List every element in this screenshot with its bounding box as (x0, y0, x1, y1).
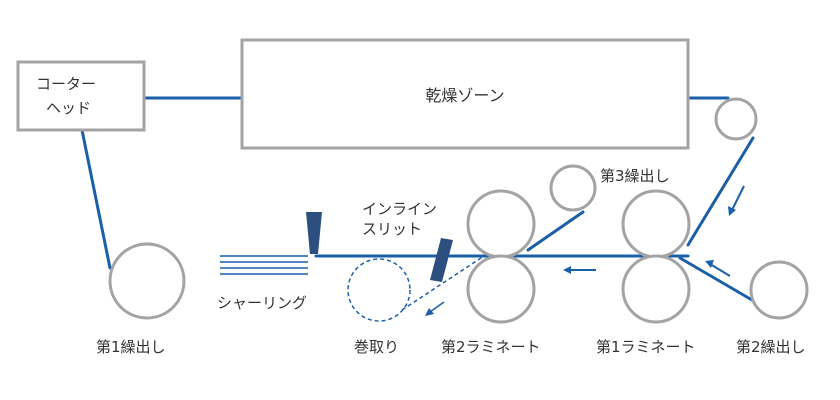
web-extruder3-feed (526, 210, 585, 252)
laminate-1-roll-top (621, 189, 691, 259)
web-to-winder-dashed (401, 255, 485, 311)
extruder-2-roll (749, 260, 809, 320)
extruder-2-label: 第2繰出し (736, 338, 806, 356)
arrow-up-left-lower (705, 260, 731, 277)
laminate-2-roll-top (466, 189, 536, 259)
coater-head-label-line2: ヘッド (46, 99, 91, 117)
coater-head-label-line1: コーター (36, 75, 96, 93)
shearing-blade (306, 212, 322, 254)
inline-slit-label-line1: インライン (362, 200, 437, 218)
laminate-2-roll-bottom (466, 254, 536, 324)
inline-slit-blade (430, 238, 453, 282)
inline-slit-label-line2: スリット (362, 220, 422, 238)
winder-roll (347, 258, 411, 322)
web-top-roll-down (686, 136, 755, 247)
extruder-1-label: 第1繰出し (96, 338, 166, 356)
arrow-left-main (563, 266, 596, 274)
extruder-3-roll (549, 164, 597, 212)
laminate-2-label: 第2ラミネート (441, 338, 541, 356)
drying-zone-box (240, 38, 690, 150)
arrow-down-left-upper (728, 185, 745, 216)
coater-head-box (16, 60, 146, 132)
direction-arrows (425, 185, 745, 316)
extruder-3-label: 第3繰出し (600, 167, 670, 185)
drying-zone-label: 乾燥ゾーン (425, 86, 504, 105)
extruder-1-roll (108, 242, 186, 320)
shearing-sheets (220, 255, 308, 275)
arrow-down-left-winder (425, 301, 445, 316)
web-extruder2-feed (678, 256, 754, 302)
laminate-1-label: 第1ラミネート (596, 338, 696, 356)
shearing-label: シャーリング (217, 294, 307, 312)
web-coater-to-extruder1 (80, 128, 112, 270)
top-guide-roll (714, 97, 758, 141)
winding-label: 巻取り (354, 338, 399, 356)
laminate-1-roll-bottom (621, 254, 691, 324)
